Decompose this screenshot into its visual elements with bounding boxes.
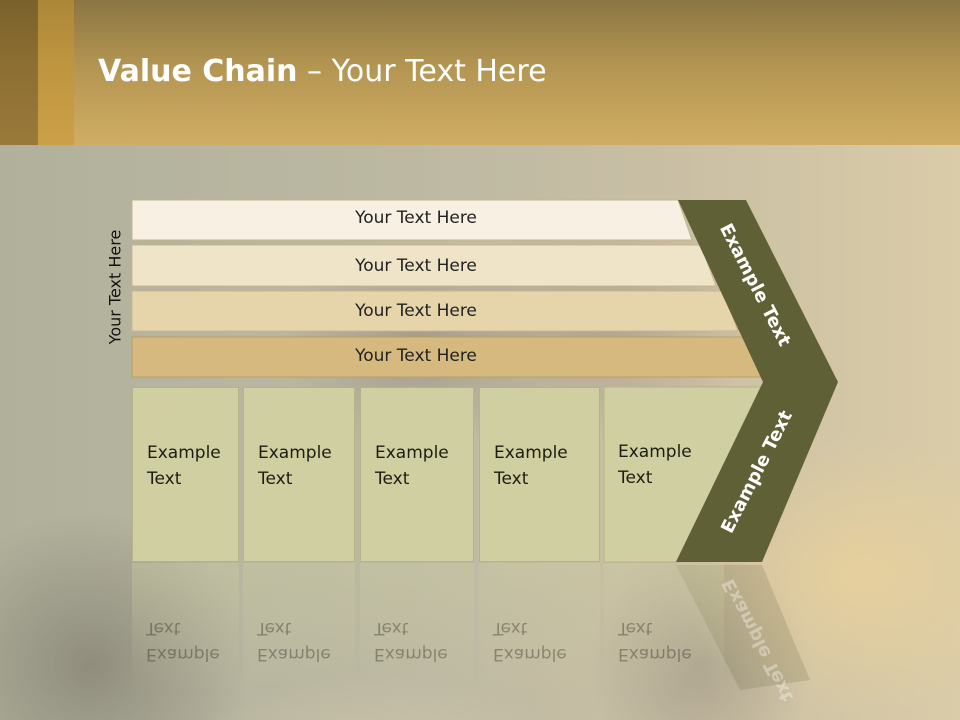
bar-label-2: Your Text Here	[355, 256, 477, 276]
title-rest: – Your Text Here	[297, 54, 547, 89]
bar-label-1: Your Text Here	[355, 208, 477, 228]
bar-shape-1	[131, 199, 693, 241]
chevron-shape	[676, 200, 838, 562]
bar-shape-3	[131, 290, 739, 332]
header-band: Value Chain – Your Text Here	[0, 0, 960, 145]
bar-shape-2	[131, 244, 717, 287]
bar-label-4: Your Text Here	[355, 346, 477, 366]
bar-label-3: Your Text Here	[355, 301, 477, 321]
title-bold: Value Chain	[98, 54, 298, 89]
header-accent-strip-light	[38, 0, 74, 145]
slide-title: Value Chain – Your Text Here	[98, 54, 547, 89]
chevron-reflection	[676, 565, 810, 690]
header-accent-strip	[0, 0, 38, 145]
